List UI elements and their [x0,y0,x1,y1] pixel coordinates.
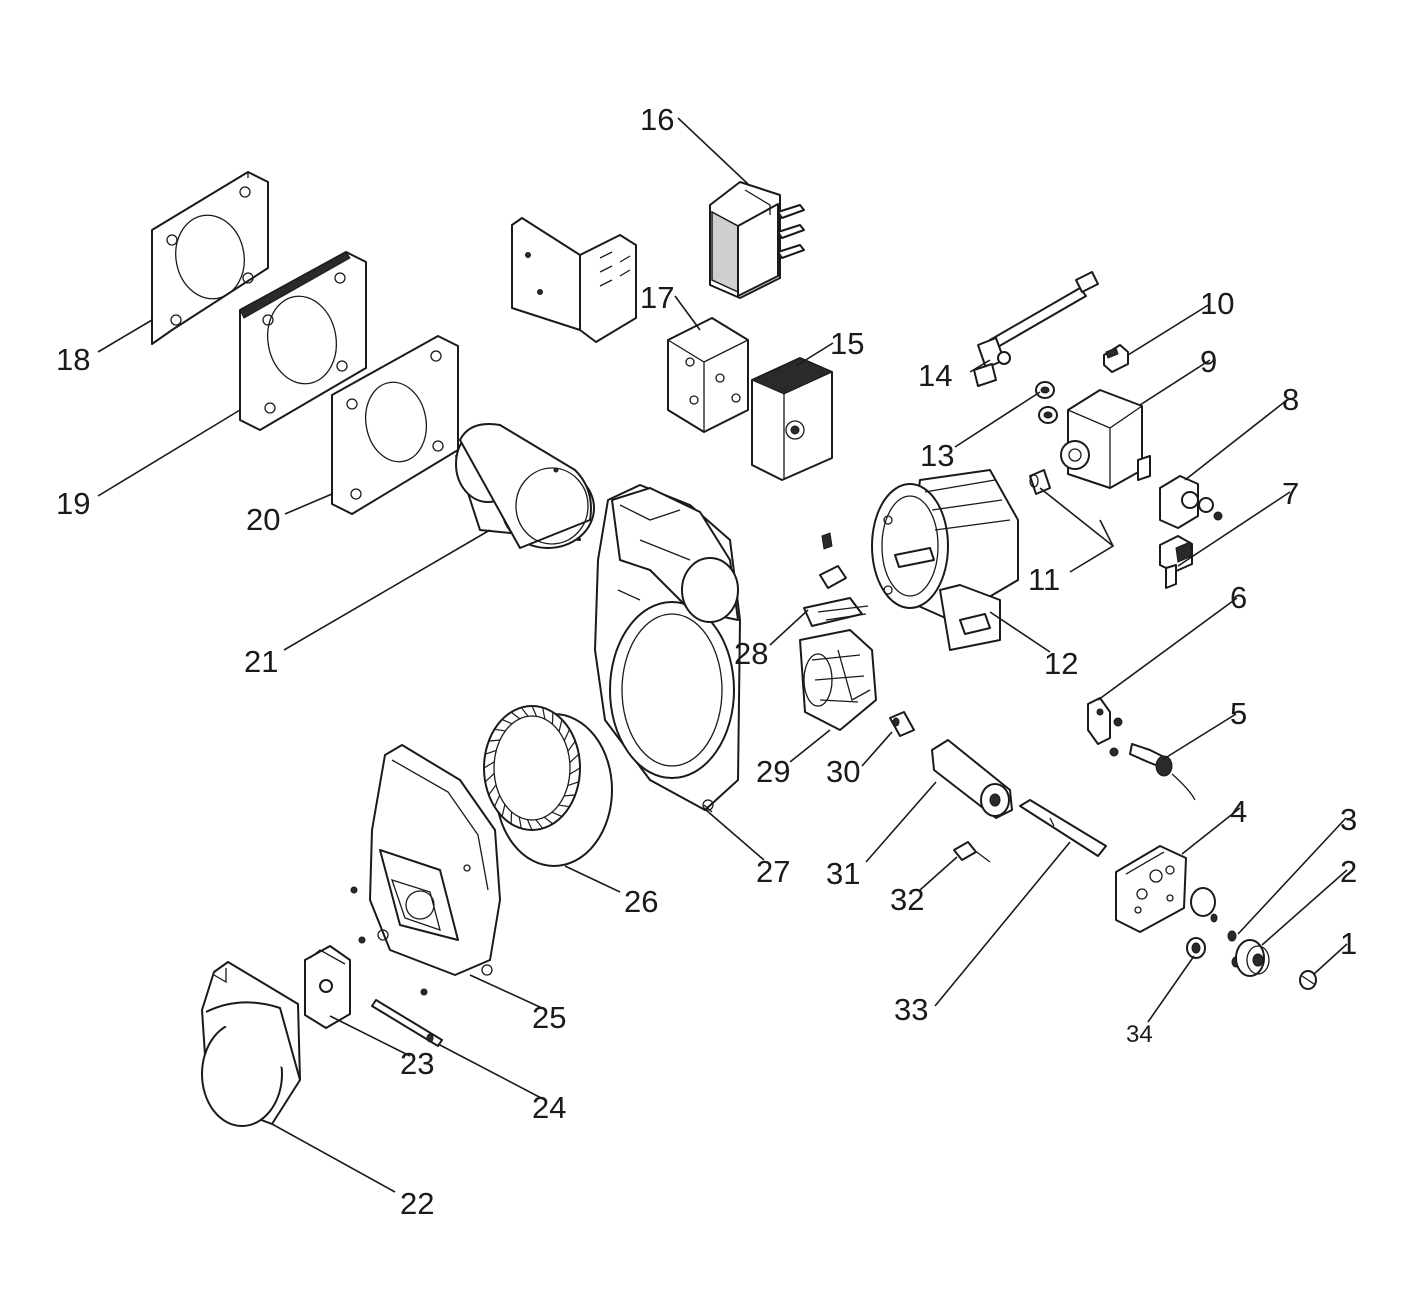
mounting-bracket [511,217,637,343]
callout-25: 25 [532,1000,566,1035]
part-19-flange [239,251,367,431]
callout-10: 10 [1200,286,1234,321]
fan-blade [520,707,529,717]
callout-7: 7 [1282,476,1299,511]
fan-blade [494,728,506,732]
fan-blade [542,707,546,720]
fan-blade [531,705,538,717]
callout-28: 28 [734,636,768,671]
part-32-clip [953,841,991,863]
part-1-screw [1299,970,1317,990]
callout-17: 17 [640,280,674,315]
part-2-knob [1235,939,1270,977]
callout-29: 29 [756,754,790,789]
fan-blade [484,772,495,783]
callout-18: 18 [56,342,90,377]
part-15-control-relay [750,357,834,481]
part-14-oil-line [973,271,1099,387]
fan-blade [569,753,580,764]
part-23-air-damper [304,945,351,1029]
callout-33: 33 [894,992,928,1027]
callout-23: 23 [400,1046,434,1081]
callout-labels: 1 2 3 4 5 6 7 8 9 10 11 12 13 14 15 16 1… [56,102,1357,1221]
fan-blade [543,816,554,825]
part-11-coupling [1029,469,1051,495]
part-30-nozzle [889,711,915,737]
fan-blade [483,761,495,769]
part-18-flange-gasket [151,171,269,345]
callout-13: 13 [920,438,954,473]
fan-blade [567,781,579,787]
part-22-air-inlet [201,961,301,1127]
part-13-nipples [1035,381,1058,424]
callout-26: 26 [624,884,658,919]
part-8-solenoid-coil [1159,475,1223,529]
part-27-burner-housing [594,484,741,813]
callout-8: 8 [1282,382,1299,417]
part-21-blast-tube [455,423,595,549]
callout-24: 24 [532,1090,566,1125]
fan-blade [510,711,521,720]
callout-6: 6 [1230,580,1247,615]
callout-30: 30 [826,754,860,789]
callout-19: 19 [56,486,90,521]
fan-blade [485,749,497,755]
fan-blade [563,794,576,797]
part-12-motor [871,469,1019,651]
fan-blade [501,804,506,817]
part-5-photocell [1129,743,1196,801]
callout-22: 22 [400,1186,434,1221]
fan-blade [488,739,501,742]
callout-14: 14 [918,358,952,393]
fan-blade [567,740,576,752]
callout-20: 20 [246,502,280,537]
part-25-air-box [350,744,501,996]
callout-3: 3 [1340,802,1357,837]
fan-blade [535,819,544,829]
part-24-damper-shaft [371,999,443,1047]
callout-12: 12 [1044,646,1078,681]
part-33-tube-assembly [1019,799,1107,857]
fan-blades [483,705,581,831]
part-9-oil-pump [1060,389,1151,489]
fan-blade [563,729,571,741]
callout-4: 4 [1230,794,1247,829]
fan-blade [551,811,563,818]
part-29-combustion-head [799,629,877,731]
fan-blade [493,795,501,807]
part-16-ignition-transformer [709,181,805,299]
callout-16: 16 [640,102,674,137]
part-34-nut [1186,937,1206,959]
callout-32: 32 [890,882,924,917]
callout-1: 1 [1340,926,1357,961]
fan-blade [558,719,563,732]
fan-blade [518,816,522,829]
part-6-bracket [1087,697,1123,757]
callout-5: 5 [1230,696,1247,731]
callout-9: 9 [1200,344,1217,379]
part-28-electrodes [803,532,869,627]
leader-lines [97,117,1348,1193]
part-washer [1190,887,1218,923]
fan-blade [488,784,497,796]
callout-31: 31 [826,856,860,891]
callout-27: 27 [756,854,790,889]
part-7-solenoid-valve [1159,535,1193,589]
fan-blade [501,718,513,725]
callout-21: 21 [244,644,278,679]
part-26-fan-wheel [483,705,613,867]
part-10-fitting [1103,344,1129,373]
part-17-control-box [667,317,749,433]
part-31-nozzle-holder [931,739,1013,819]
callout-34: 34 [1126,1021,1153,1048]
part-4-cover-plate [1115,845,1187,933]
fan-blade [569,767,581,775]
callout-15: 15 [830,326,864,361]
fan-blade [526,819,533,831]
callout-2: 2 [1340,854,1357,889]
fan-blade [558,804,570,808]
callout-11: 11 [1028,562,1060,597]
